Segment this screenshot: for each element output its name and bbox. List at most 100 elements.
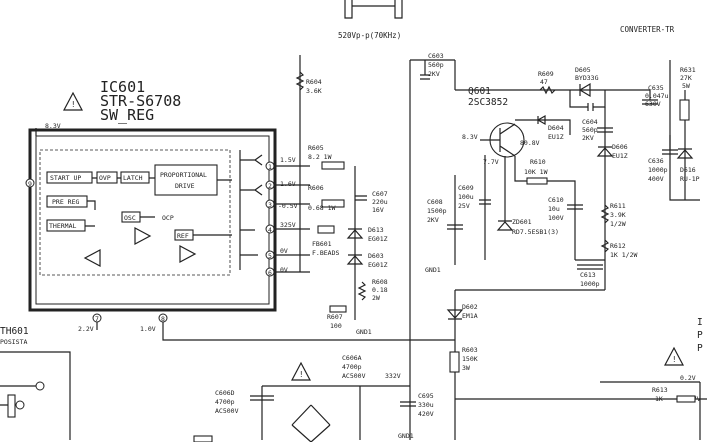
v-332: 332V xyxy=(385,372,401,380)
svg-text:8: 8 xyxy=(161,315,165,323)
warning-icon-right: ! xyxy=(664,346,684,366)
fb601-ref: FB601 xyxy=(312,240,332,248)
d616-ref: D616 xyxy=(680,166,696,174)
prop-drive-label-2: DRIVE xyxy=(175,182,195,190)
th601-ref: TH601 xyxy=(0,326,29,337)
c606d-val: 4700p xyxy=(215,398,235,406)
svg-text:3: 3 xyxy=(268,201,272,209)
d606-symbol xyxy=(596,146,614,157)
r609 xyxy=(539,85,556,95)
v-pin8: 1.0V xyxy=(140,325,156,333)
svg-text:2: 2 xyxy=(268,182,272,190)
ground-2: GND1 xyxy=(425,266,441,274)
resistor-bottom xyxy=(193,435,213,442)
d605-ref: D605 xyxy=(575,66,591,74)
svg-text:5: 5 xyxy=(268,252,272,260)
amplifier-symbol xyxy=(179,245,197,263)
c603-v: 2KV xyxy=(428,70,440,78)
osc-label: OSC xyxy=(124,214,136,222)
c606a-ref: C606A xyxy=(342,354,362,362)
waveform-symbol xyxy=(344,0,403,19)
c636-ref: C636 xyxy=(648,157,664,165)
warning-icon-ic: ! xyxy=(63,91,83,111)
th601-pin-a xyxy=(15,400,25,410)
r611-ref: R611 xyxy=(610,202,626,210)
c606d-ref: C606D xyxy=(215,389,235,397)
c-small xyxy=(587,103,594,111)
c635-v: 630V xyxy=(645,100,661,108)
v-pin1: 1.5V xyxy=(280,156,296,164)
ic-pins: 1 2 3 4 5 6 7 8 9 xyxy=(25,161,275,323)
v-pin5: 0V xyxy=(280,247,288,255)
r605-val: 8.2 1W xyxy=(308,153,332,161)
r608-v: 2W xyxy=(372,294,380,302)
ovp-label: OVP xyxy=(99,174,111,182)
r606 xyxy=(321,199,345,208)
waveform-label: 520Vp-p(70KHz) xyxy=(338,31,401,40)
ground-3: GND1 xyxy=(398,432,414,440)
c603-ref: C603 xyxy=(428,52,444,60)
v-pin7: 2.2V xyxy=(78,325,94,333)
c695-ref: C695 xyxy=(418,392,434,400)
zd601-ref: ZD601 xyxy=(512,218,532,226)
d602-ref: D602 xyxy=(462,303,478,311)
r605-ref: R605 xyxy=(308,144,324,152)
right-ref: I xyxy=(697,317,703,328)
v-q601-e: 7.7V xyxy=(483,158,499,166)
v-pin2: 1.6V xyxy=(280,180,296,188)
ref-label: REF xyxy=(177,232,189,240)
r609-ref: R609 xyxy=(538,70,554,78)
r631-ref: R631 xyxy=(680,66,696,74)
prop-drive-label-1: PROPORTIONAL xyxy=(160,171,207,179)
converter-label: CONVERTER-TR xyxy=(620,25,675,34)
r607-ref: R607 xyxy=(327,313,343,321)
r612-ref: R612 xyxy=(610,242,626,250)
r613 xyxy=(676,395,696,403)
comparator-symbol xyxy=(134,227,152,245)
r606-ref: R606 xyxy=(308,184,324,192)
zd601-val: RD7.5ESB1(3) xyxy=(512,228,559,236)
r631 xyxy=(679,99,690,121)
c606a-val: 4700p xyxy=(342,363,362,371)
c606d-v: AC500V xyxy=(215,407,239,415)
d603-ref: D603 xyxy=(368,252,384,260)
c613-ref: C613 xyxy=(580,271,596,279)
d605-symbol xyxy=(578,82,591,98)
th601-pin-b xyxy=(35,381,45,391)
r610-ref: R610 xyxy=(530,158,546,166)
fb601-val: F.BEADS xyxy=(312,249,339,257)
q601-val: 2SC3852 xyxy=(468,97,508,108)
fb601 xyxy=(317,225,335,234)
ground-1: GND1 xyxy=(356,328,372,336)
v-pin3: -0.5V xyxy=(278,202,298,210)
c608-v: 2KV xyxy=(427,216,439,224)
c610-ref: C610 xyxy=(548,196,564,204)
r603-val: 150K xyxy=(462,355,478,363)
ic601-ref: IC601 xyxy=(100,78,145,96)
c609-val: 100u xyxy=(458,193,474,201)
c695-val: 330u xyxy=(418,401,434,409)
c603-val: 560p xyxy=(428,61,444,69)
th601-name: POSISTA xyxy=(0,338,27,346)
thermal-label: THERMAL xyxy=(49,222,76,230)
svg-text:!: ! xyxy=(299,370,304,379)
d603-val: EG01Z xyxy=(368,261,388,269)
c609-v: 25V xyxy=(458,202,470,210)
r605 xyxy=(321,161,345,170)
r607 xyxy=(329,305,347,313)
c613-val: 1000p xyxy=(580,280,600,288)
proportional-drive-block xyxy=(154,164,218,196)
r607-val: 100 xyxy=(330,322,342,330)
ocp-label: OCP xyxy=(162,214,174,222)
right-line-3: P xyxy=(697,343,703,354)
d613-symbol xyxy=(346,228,364,239)
ic601-part: STR-S6708 xyxy=(100,92,181,110)
c610-v: 100V xyxy=(548,214,564,222)
r610 xyxy=(526,177,548,185)
svg-text:!: ! xyxy=(71,100,76,109)
r631-val: 27K xyxy=(680,74,692,82)
d604-val: EU1Z xyxy=(548,133,564,141)
ic601-func: SW_REG xyxy=(100,106,154,124)
v-q601-b: 8.3V xyxy=(462,133,478,141)
